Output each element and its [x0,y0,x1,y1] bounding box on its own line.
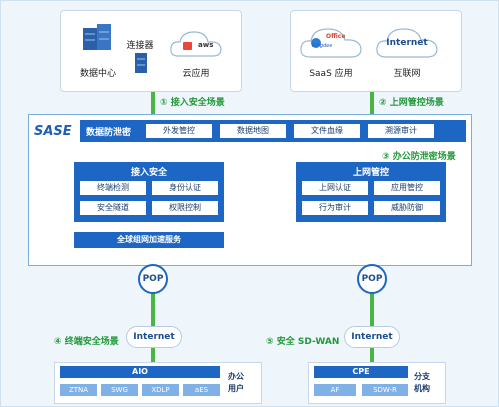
access-item: 安全隧道 [80,201,146,215]
saas-logo-kingdee: Kingdee [312,43,333,49]
dlp-item: 溯源审计 [368,124,434,138]
scenario-label-4: ④ 终端安全场景 [54,337,119,347]
cpe-item: SDW-R [362,384,408,396]
aws-logo: aws [198,41,214,49]
access-security-title: 接入安全 [130,168,167,178]
aio-item: XDLP [142,384,179,396]
internet-cloud-left: Internet [126,326,182,348]
link-line-3 [151,266,155,366]
saas-logo-office: Office [326,33,346,40]
scenario-label-2: ② 上网管控场景 [379,98,444,108]
access-item: 终端检测 [80,181,146,195]
aio-item: ZTNA [60,384,97,396]
cpe-side-label-1: 分支 [414,372,430,381]
cloud-icon [300,28,362,58]
aio-side-label-1: 办公 [228,372,244,381]
server-rack-icon [83,24,111,50]
aio-side-label-2: 用户 [228,384,244,393]
web-control-title: 上网管控 [352,168,389,178]
web-item: 行为审计 [302,201,368,215]
scenario-label-3: ③ 办公防泄密场景 [382,152,456,162]
aio-title: AIO [60,366,220,378]
link-line-1 [151,92,155,114]
web-item: 威胁防御 [374,201,440,215]
aio-item: aES [183,384,220,396]
saas-label: SaaS 应用 [309,69,353,79]
cloud-icon [376,28,438,58]
cpe-item: AF [314,384,356,396]
datacenter-label: 数据中心 [79,69,116,79]
aio-item: SWG [101,384,138,396]
link-line-4 [370,266,374,366]
access-item: 身份认证 [152,181,218,195]
internet-cloud-right: Internet [344,326,400,348]
connector-label: 连接器 [126,41,154,51]
scenario-label-1: ① 接入安全场景 [160,98,225,108]
dlp-title: 数据防泄密 [86,128,132,138]
cpe-title: CPE [314,366,408,378]
network-service-bar: 全球组网加速服务 [74,232,224,248]
dlp-item: 外发管控 [146,124,212,138]
internet-logo: Internet [386,38,428,48]
link-line-2 [370,92,374,114]
web-item: 上网认证 [302,181,368,195]
sase-title: SASE [34,124,72,139]
dlp-item: 文件血缘 [294,124,360,138]
internet-label: 互联网 [393,69,421,79]
cloud-app-label: 云应用 [182,69,210,79]
pop-node-left: POP [138,264,168,294]
pop-node-right: POP [357,264,387,294]
cpe-side-label-2: 机构 [414,384,430,393]
dlp-item: 数据地图 [220,124,286,138]
scenario-label-5: ⑤ 安全 SD-WAN [266,337,340,347]
connector-icon [135,53,147,73]
web-item: 应用管控 [374,181,440,195]
cloud-icon [170,31,222,57]
access-item: 权限控制 [152,201,218,215]
